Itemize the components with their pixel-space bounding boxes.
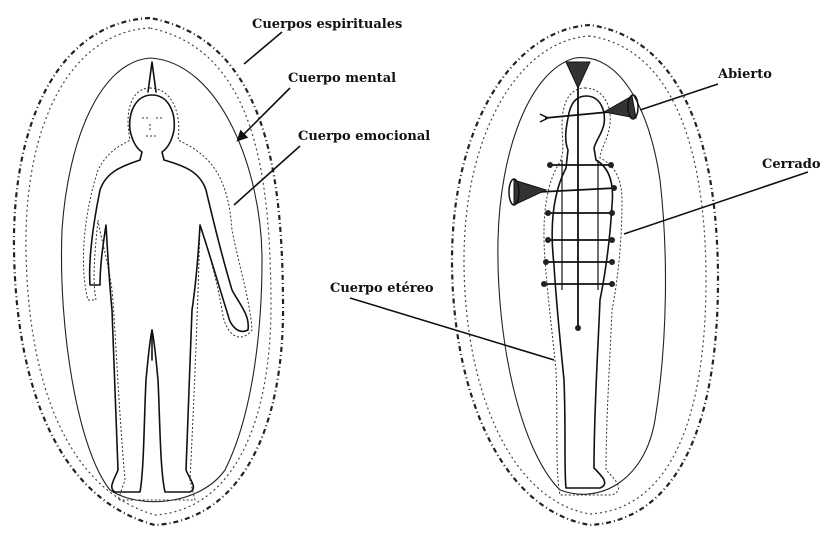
label-mental-body: Cuerpo mental [288, 71, 396, 86]
head-spike-left [148, 62, 156, 92]
human-silhouette-right [552, 96, 612, 488]
label-closed: Cerrado [762, 157, 821, 172]
spiritual-aura-left [14, 18, 283, 525]
open-chakra-left-head [540, 114, 548, 122]
spiritual-aura-right-inner [464, 36, 706, 514]
right-figure [452, 25, 718, 525]
face-left [142, 118, 162, 136]
label-open: Abierto [717, 67, 772, 82]
mental-body-right [498, 58, 666, 495]
mental-body-left [61, 58, 262, 502]
label-etheric-body: Cuerpo etéreo [330, 281, 434, 296]
chakra-bars [520, 110, 630, 284]
human-silhouette-left [90, 95, 249, 492]
label-spiritual-bodies: Cuerpos espirituales [252, 17, 402, 32]
left-figure [14, 18, 283, 525]
chakra-verticals [562, 160, 598, 290]
label-emotional-body: Cuerpo emocional [298, 129, 430, 144]
emotional-body-left [83, 88, 252, 500]
spiritual-aura-left-inner [26, 28, 271, 515]
spiritual-aura-right [452, 25, 718, 525]
crown-chakra-cone [566, 62, 590, 88]
